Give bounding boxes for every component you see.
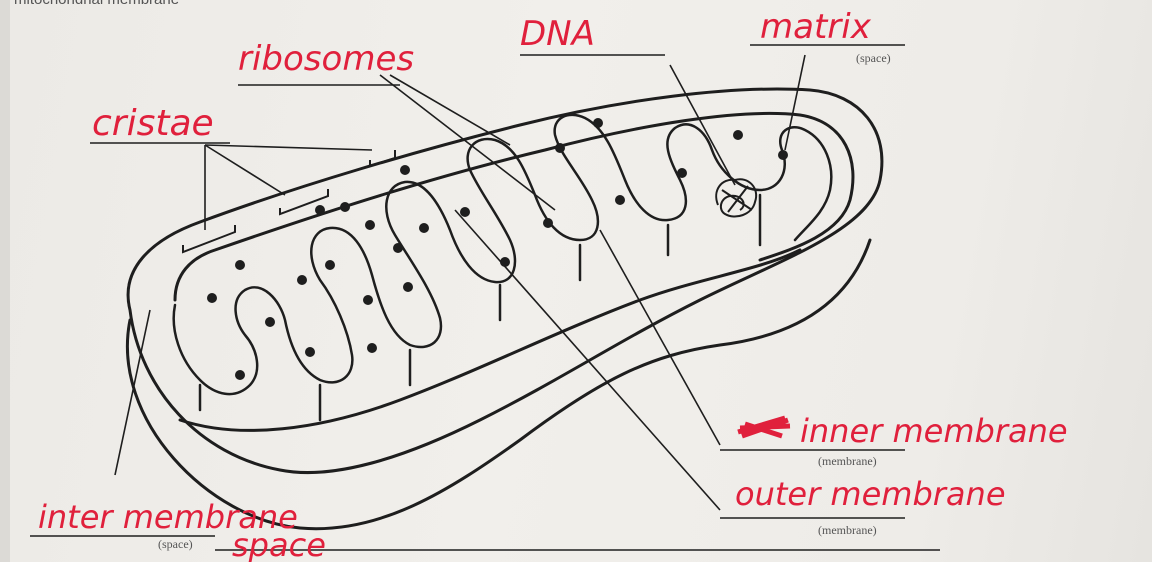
label-outer-membrane: outer membrane — [735, 475, 1006, 513]
hint-matrix: (space) — [856, 51, 891, 65]
hint-inter: (space) — [158, 537, 193, 551]
label-space: space — [232, 526, 326, 562]
dna-blob — [716, 179, 756, 216]
label-cristae: cristae — [92, 103, 214, 144]
label-dna: DNA — [520, 14, 595, 54]
scribble-mark — [738, 418, 790, 436]
hint-outer: (membrane) — [818, 523, 877, 537]
ribosome-dots — [207, 118, 788, 380]
hint-inner: (membrane) — [818, 454, 877, 468]
label-inner-membrane: inner membrane — [800, 412, 1068, 450]
intermembrane-line — [180, 250, 800, 430]
label-matrix: matrix — [760, 7, 872, 47]
label-ribosomes: ribosomes — [238, 39, 414, 79]
